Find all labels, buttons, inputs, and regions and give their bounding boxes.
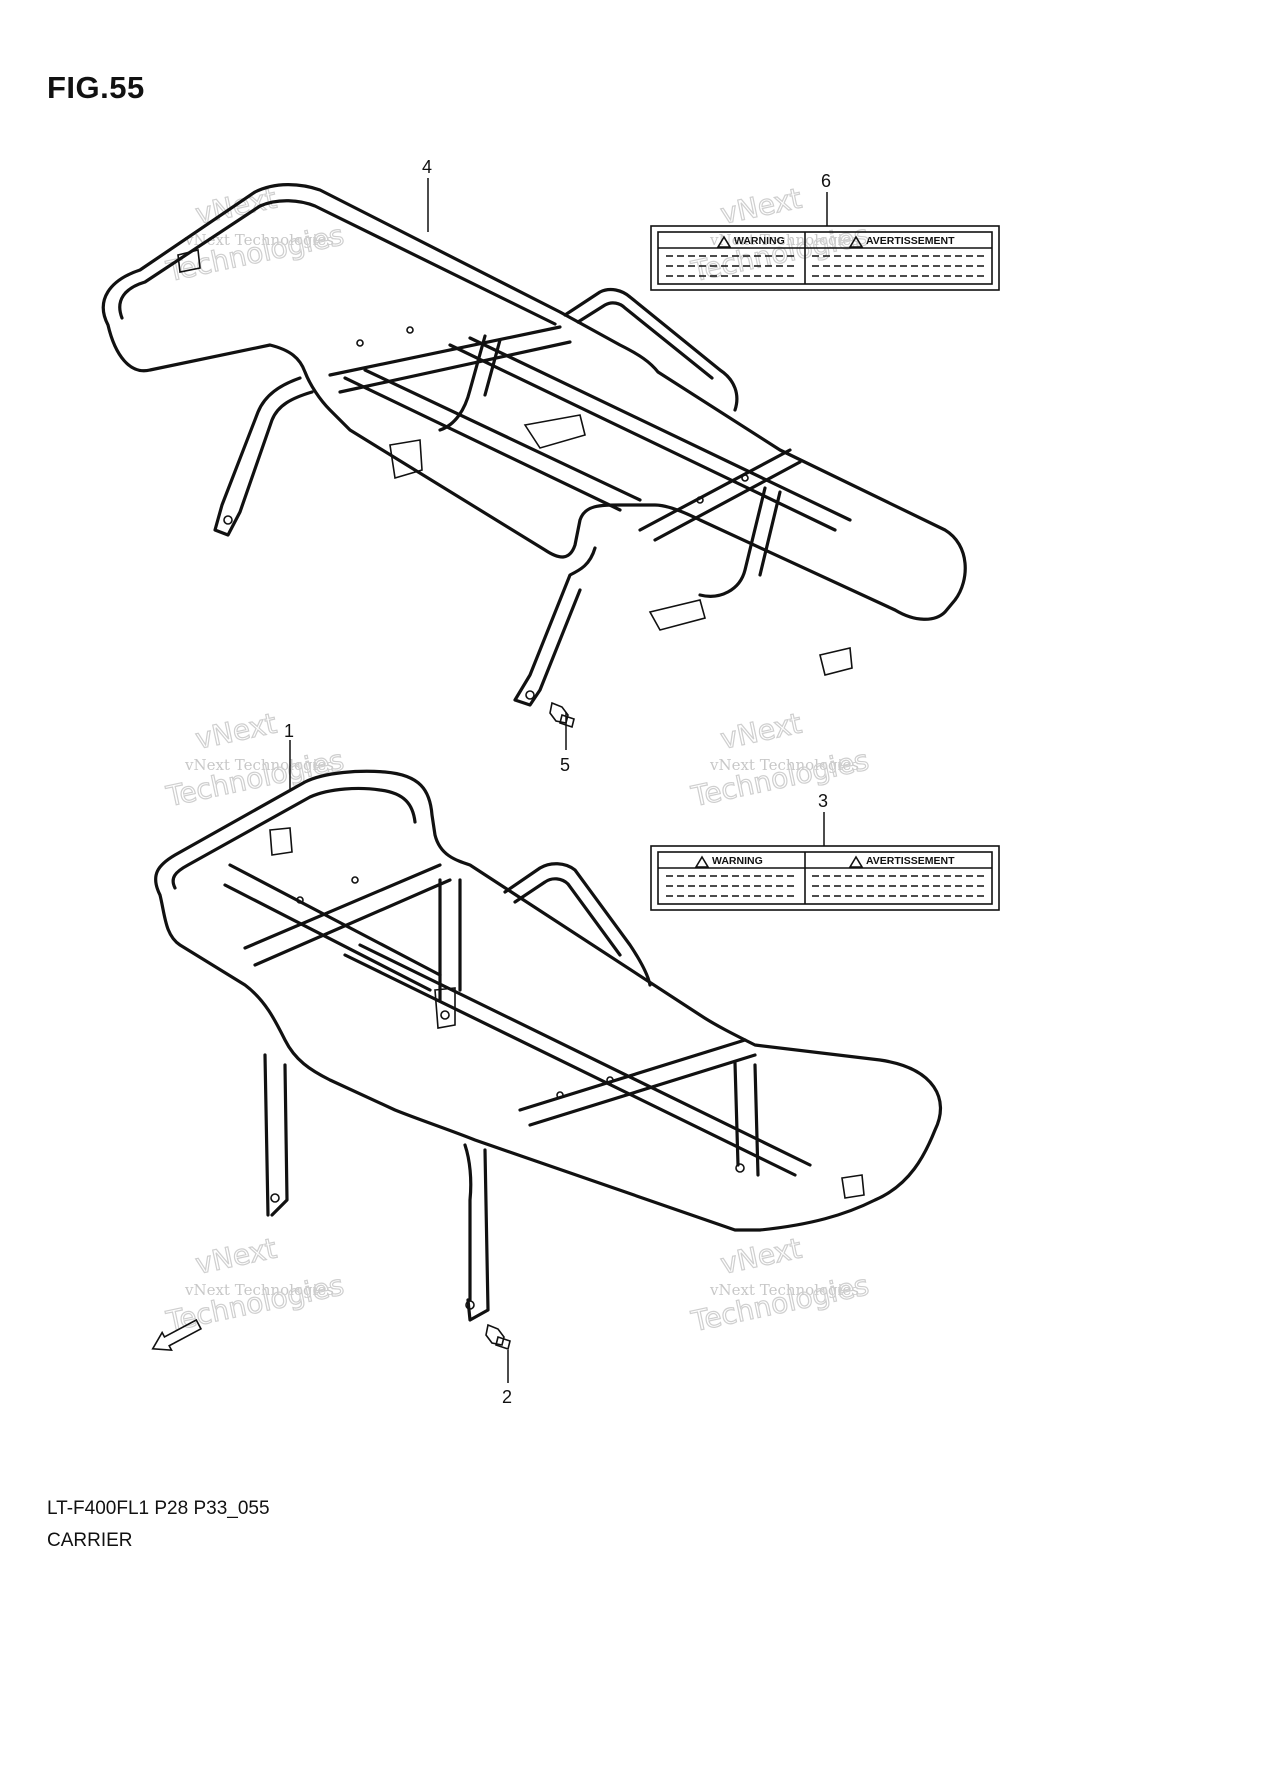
bolt-2: [485, 1323, 511, 1351]
watermark-text: vNext: [193, 1232, 280, 1281]
watermark-group: vNext Technologies vNext Technologies vN…: [162, 181, 872, 1339]
diagram-name: CARRIER: [47, 1530, 133, 1551]
callout-5: 5: [560, 755, 570, 775]
avertissement-label-text: AVERTISSEMENT: [866, 235, 955, 247]
watermark-text: vNext: [193, 707, 280, 756]
warning-label-6: WARNING AVERTISSEMENT: [650, 225, 1000, 291]
watermark-text: vNext Technologies: [709, 756, 859, 774]
callout-2: 2: [502, 1387, 512, 1407]
diagram-code: LT-F400FL1 P28 P33_055: [47, 1498, 270, 1519]
callout-1: 1: [284, 721, 294, 741]
avertissement-label-text: AVERTISSEMENT: [866, 855, 955, 867]
watermark-text: vNext Technologies: [709, 1281, 859, 1299]
rear-carrier-part: [101, 183, 967, 707]
figure-title: FIG.55: [47, 70, 145, 105]
watermark-text: Technologies: [688, 743, 872, 813]
watermark-text: vNext Technologies: [184, 756, 334, 774]
watermark: vNext Technologies vNext Technologies: [687, 1231, 872, 1339]
watermark-text: vNext: [718, 707, 805, 756]
watermark-text: Technologies: [688, 218, 872, 288]
watermark: vNext Technologies vNext Technologies: [687, 706, 872, 814]
watermark: vNext Technologies vNext Technologies: [162, 706, 347, 814]
bolt-5: [549, 701, 575, 729]
watermark-text: vNext Technologies: [709, 231, 859, 249]
warning-label-3: WARNING AVERTISSEMENT: [650, 845, 1000, 911]
watermark-text: Technologies: [163, 1268, 347, 1338]
callout-3: 3: [818, 791, 828, 811]
front-carrier-part: [154, 769, 943, 1322]
watermark-text: vNext: [718, 1232, 805, 1281]
callout-6: 6: [821, 171, 831, 191]
watermark-text: vNext Technologies: [184, 1281, 334, 1299]
watermark-text: vNext Technologies: [184, 231, 334, 249]
watermark-text: vNext: [718, 182, 805, 231]
warning-label-text: WARNING: [712, 855, 763, 867]
warning-label-text: WARNING: [734, 235, 785, 247]
callout-group: 4 6 5 1 3 2: [284, 157, 831, 1407]
callout-4: 4: [422, 157, 432, 177]
watermark-text: Technologies: [688, 1268, 872, 1338]
